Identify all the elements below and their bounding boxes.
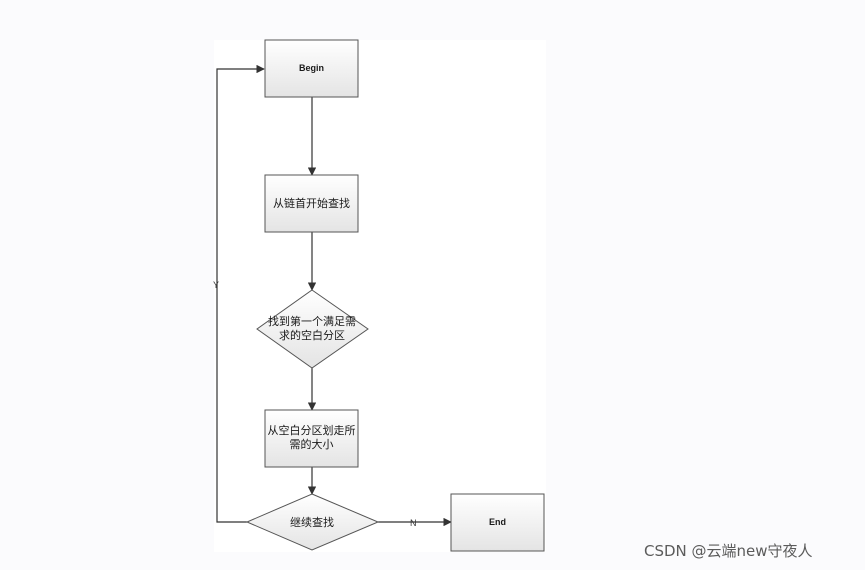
node-find-first-label-line1: 找到第一个满足需 [268, 314, 356, 328]
node-allocate: 从空白分区划走所 需的大小 [264, 409, 359, 468]
node-start-search-label: 从链首开始查找 [273, 196, 350, 210]
node-allocate-label-line1: 从空白分区划走所 [268, 423, 356, 437]
node-continue-search: 继续查找 [245, 493, 380, 551]
edge-continue-loop-to-begin [216, 64, 265, 523]
node-begin-label: Begin [299, 63, 324, 73]
node-end-label: End [489, 517, 506, 527]
node-allocate-box [264, 409, 359, 468]
node-end: End [450, 493, 545, 552]
node-start-search-box [264, 174, 359, 233]
node-continue-search-label: 继续查找 [290, 515, 334, 529]
node-end-box [450, 493, 545, 552]
edge-label-yes: Y [213, 280, 219, 290]
node-allocate-label-line2: 需的大小 [290, 437, 334, 451]
edge-label-no: N [410, 518, 417, 528]
node-find-first-diamond [256, 289, 369, 369]
node-continue-search-diamond [245, 493, 380, 551]
node-begin-box [264, 39, 359, 98]
node-begin: Begin [264, 39, 359, 98]
node-find-first: 找到第一个满足需 求的空白分区 [256, 289, 369, 369]
edges [216, 64, 452, 527]
node-start-search: 从链首开始查找 [264, 174, 359, 233]
watermark-text: CSDN @云端new守夜人 [644, 542, 813, 560]
node-find-first-label-line2: 求的空白分区 [279, 328, 345, 342]
